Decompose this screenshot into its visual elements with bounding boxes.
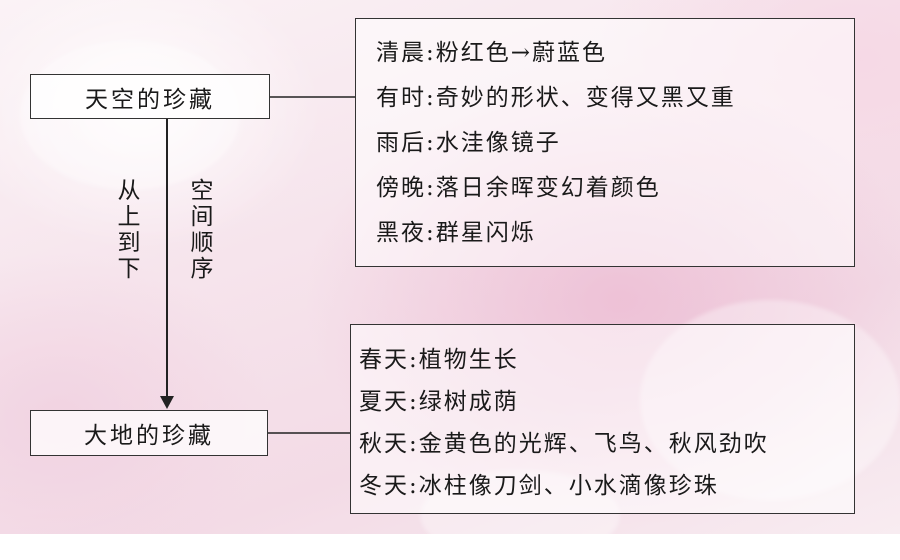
sky-detail-row: 有时:奇妙的形状、变得又黑又重: [376, 85, 736, 111]
earth-node: 大地的珍藏: [30, 410, 268, 456]
order-arrow-head: [160, 396, 174, 409]
earth-detail-row: 春天:植物生长: [359, 347, 519, 373]
sky-detail-row: 雨后:水洼像镜子: [376, 130, 561, 156]
earth-detail-row: 秋天:金黄色的光辉、飞鸟、秋风劲吹: [359, 431, 769, 457]
earth-detail-row: 冬天:冰柱像刀剑、小水滴像珍珠: [359, 473, 719, 499]
sky-node-label: 天空的珍藏: [85, 86, 215, 113]
sky-node: 天空的珍藏: [30, 74, 270, 119]
direction-label: 从上到下: [113, 178, 139, 282]
order-label: 空间顺序: [186, 178, 212, 282]
earth-details-box: 春天:植物生长 夏天:绿树成荫 秋天:金黄色的光辉、飞鸟、秋风劲吹 冬天:冰柱像…: [350, 324, 855, 514]
sky-detail-row: 傍晚:落日余晖变幻着颜色: [376, 175, 661, 201]
connector-lines: [160, 96, 355, 434]
sky-detail-row: 黑夜:群星闪烁: [376, 220, 536, 246]
earth-node-label: 大地的珍藏: [84, 423, 214, 449]
sky-details-box: 清晨:粉红色→蔚蓝色 有时:奇妙的形状、变得又黑又重 雨后:水洼像镜子 傍晚:落…: [355, 18, 855, 267]
sky-detail-row: 清晨:粉红色→蔚蓝色: [376, 40, 608, 66]
earth-detail-row: 夏天:绿树成荫: [359, 389, 519, 415]
